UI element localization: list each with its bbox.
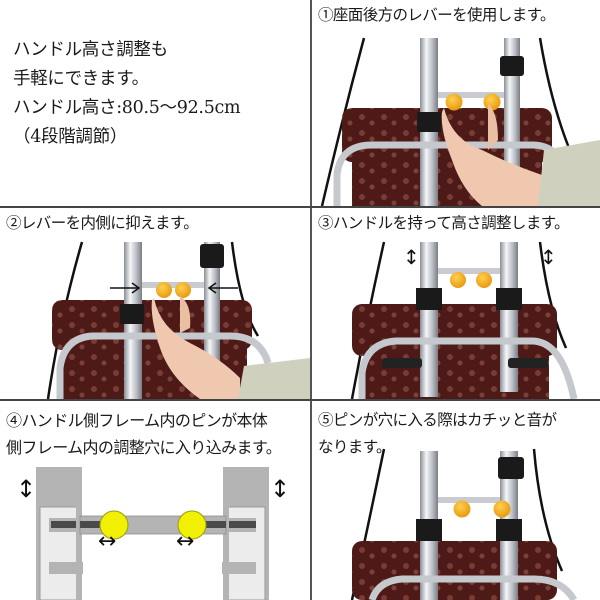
step-2-caption-line: ②レバーを内側に抑えます。 [6,214,199,232]
intro-line-3-height-range: ハンドル高さ:80.5〜92.5cm [13,98,241,118]
vertical-arrow-icon-left: ↕ [403,245,420,269]
step-2-caption: ②レバーを内側に抑えます。 [6,212,199,235]
intro-line-1: ハンドル高さ調整も [13,40,168,60]
intro-line-2: 手軽にできます。 [13,69,149,89]
step-3-caption-line: ③ハンドルを持って高さ調整します。 [318,214,570,232]
right-pin [177,510,207,540]
step-4-panel: ④ハンドル側フレーム内のピンが本体 側フレーム内の調整穴に入り込みます。 [0,401,310,600]
horizontal-arrow-icon-right-pin: ↔ [176,529,195,554]
step-4-pin-mechanism-diagram [36,467,269,600]
horizontal-divider-2 [0,399,600,401]
left-pin [99,510,129,540]
step-3-panel: ③ハンドルを持って高さ調整します。 ↕ [312,208,600,399]
step-4-caption-line-2: 側フレーム内の調整穴に入り込みます。 [6,438,282,457]
horizontal-arrow-icon-left-pin: ↔ [98,529,117,554]
step-4-caption-line-1: ④ハンドル側フレーム内のピンが本体 [6,411,268,430]
step-3-photo-adjust-height [350,241,578,399]
vertical-arrow-icon-right: ↕ [270,475,291,503]
vertical-arrow-icon-right: ↕ [540,245,557,269]
left-frame-diagram [36,467,85,600]
vertical-divider [310,0,312,600]
intro-text: ハンドル高さ調整も 手軽にできます。 ハンドル高さ:80.5〜92.5cm （4… [13,36,241,152]
step-5-caption-line-2: なります。 [318,438,392,456]
step-1-panel: ①座面後方のレバーを使用します。 [312,0,600,206]
intro-line-4-levels: （4段階調節） [13,127,128,147]
step-5-caption-line-1: ⑤ピンが穴に入る際はカチッと音が [318,411,557,429]
vertical-arrow-icon-left: ↕ [16,475,37,503]
step-5-photo-pin-click [350,448,578,600]
right-frame-diagram [220,467,269,600]
step-5-panel: ⑤ピンが穴に入る際はカチッと音が なります。 [312,401,600,600]
step-3-caption: ③ハンドルを持って高さ調整します。 [318,212,570,235]
step-2-panel: ②レバーを内側に抑えます。 [0,208,310,399]
intro-panel: ハンドル高さ調整も 手軽にできます。 ハンドル高さ:80.5〜92.5cm （4… [0,0,310,206]
step-1-caption: ①座面後方のレバーを使用します。 [318,4,555,27]
step-1-caption-line: ①座面後方のレバーを使用します。 [318,6,555,24]
horizontal-divider-1 [0,206,600,208]
step-1-photo-lever-location [320,37,600,206]
step-4-caption: ④ハンドル側フレーム内のピンが本体 側フレーム内の調整穴に入り込みます。 [6,407,282,461]
step-5-caption: ⑤ピンが穴に入る際はカチッと音が なります。 [318,407,557,461]
step-2-photo-press-lever [46,241,310,399]
